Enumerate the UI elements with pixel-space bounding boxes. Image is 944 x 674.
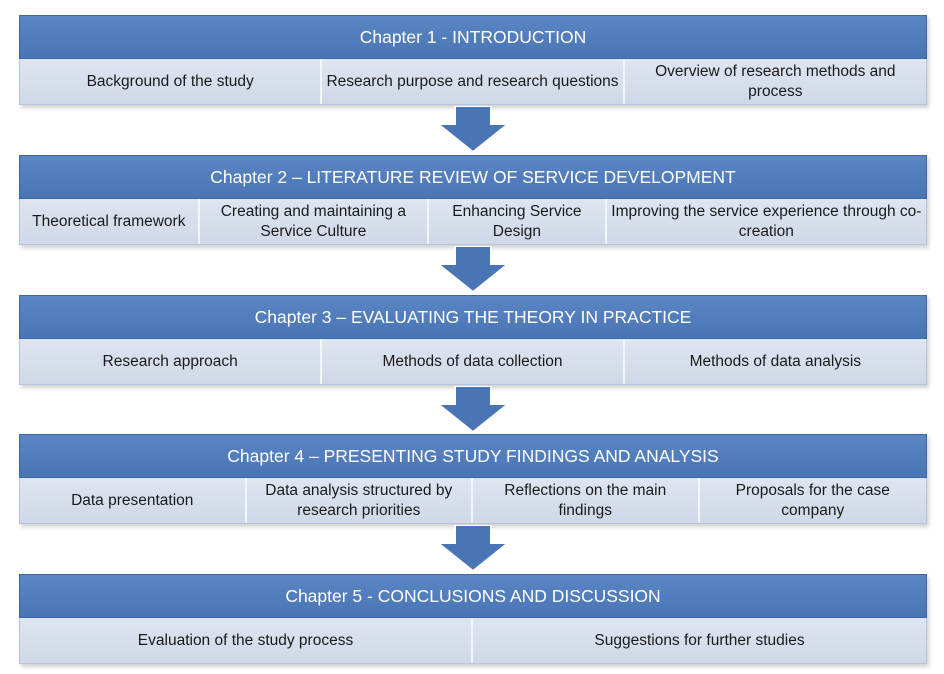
down-arrow-4 bbox=[438, 525, 508, 571]
chapter-4-title: Chapter 4 – PRESENTING STUDY FINDINGS AN… bbox=[19, 434, 927, 478]
chapter-5: Chapter 5 - CONCLUSIONS AND DISCUSSION E… bbox=[19, 574, 927, 664]
chapter-1-items: Background of the study Research purpose… bbox=[19, 59, 927, 105]
chapter-3: Chapter 3 – EVALUATING THE THEORY IN PRA… bbox=[19, 295, 927, 385]
chapter-1-item-1: Background of the study bbox=[20, 59, 323, 104]
down-arrow-2 bbox=[438, 246, 508, 292]
chapter-4-item-1: Data presentation bbox=[20, 478, 247, 523]
chapter-3-items: Research approach Methods of data collec… bbox=[19, 339, 927, 385]
chapter-5-item-2: Suggestions for further studies bbox=[594, 631, 805, 649]
chapter-4-item-3: Reflections on the main findings bbox=[473, 478, 700, 523]
chapter-2-item-1: Theoretical framework bbox=[20, 199, 200, 244]
chapter-4-item-4: Proposals for the case company bbox=[735, 481, 890, 519]
chapter-2-items: Theoretical framework Creating and maint… bbox=[19, 199, 927, 245]
chapter-5-title: Chapter 5 - CONCLUSIONS AND DISCUSSION bbox=[19, 574, 927, 618]
chapter-3-item-2: Methods of data collection bbox=[322, 339, 625, 384]
chapter-5-items: Evaluation of the study process Suggesti… bbox=[19, 618, 927, 664]
chapter-1-item-2: Research purpose and research questions bbox=[322, 59, 625, 104]
down-arrow-1 bbox=[438, 106, 508, 152]
chapter-4-item-2: Data analysis structured by research pri… bbox=[247, 478, 473, 523]
chapter-3-title: Chapter 3 – EVALUATING THE THEORY IN PRA… bbox=[19, 295, 927, 339]
chapter-5-item-1: Evaluation of the study process bbox=[20, 618, 473, 663]
chapter-1-title: Chapter 1 - INTRODUCTION bbox=[19, 15, 927, 59]
chapter-3-item-1: Research approach bbox=[20, 339, 323, 384]
chapter-2-item-4: Improving the service experience through… bbox=[611, 202, 922, 240]
chapter-4: Chapter 4 – PRESENTING STUDY FINDINGS AN… bbox=[19, 434, 927, 524]
chapter-4-items: Data presentation Data analysis structur… bbox=[19, 478, 927, 524]
chapter-2: Chapter 2 – LITERATURE REVIEW OF SERVICE… bbox=[19, 155, 927, 245]
chapter-3-item-3: Methods of data analysis bbox=[689, 352, 862, 370]
chapter-2-item-3: Enhancing Service Design bbox=[429, 199, 607, 244]
down-arrow-3 bbox=[438, 386, 508, 432]
chapter-1-item-3: Overview of research methods and process bbox=[655, 62, 896, 100]
chapter-2-item-2: Creating and maintaining a Service Cultu… bbox=[200, 199, 430, 244]
chapter-2-title: Chapter 2 – LITERATURE REVIEW OF SERVICE… bbox=[19, 155, 927, 199]
chapter-1: Chapter 1 - INTRODUCTION Background of t… bbox=[19, 15, 927, 105]
